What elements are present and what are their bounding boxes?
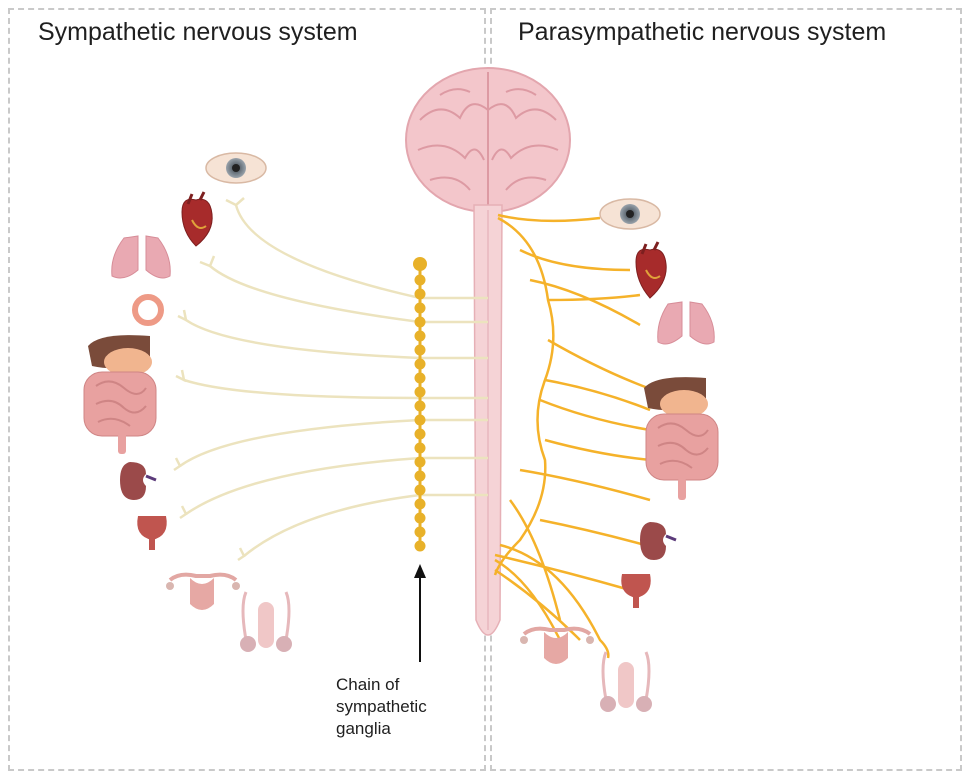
ganglia-label-line: Chain of: [336, 674, 484, 696]
heart-icon: [636, 242, 666, 298]
male-reproductive-icon: [240, 592, 292, 652]
liver-stomach-icon: [644, 377, 708, 418]
male-reproductive-icon: [600, 652, 652, 712]
uterus-icon: [166, 575, 240, 610]
ganglia-label: Chain of sympathetic ganglia: [336, 674, 484, 740]
liver-stomach-icon: [88, 335, 152, 376]
eye-icon: [206, 153, 266, 183]
lungs-icon: [112, 236, 171, 278]
kidney-icon: [640, 522, 676, 560]
heart-icon: [182, 192, 212, 246]
intestines-icon: [646, 414, 718, 500]
trachea-ring-icon: [135, 297, 161, 323]
brain-icon: [406, 68, 570, 212]
ganglia-label-line: ganglia: [336, 718, 484, 740]
eye-icon: [600, 199, 660, 229]
intestines-icon: [84, 372, 156, 454]
sympathetic-nerves: [174, 198, 488, 560]
bladder-icon: [137, 516, 166, 550]
ganglia-chain: [413, 257, 427, 552]
arrow-up-icon: [414, 564, 426, 662]
lungs-icon: [658, 302, 715, 344]
bladder-icon: [621, 574, 650, 608]
ganglia-label-line: sympathetic: [336, 696, 484, 718]
kidney-icon: [120, 462, 156, 500]
